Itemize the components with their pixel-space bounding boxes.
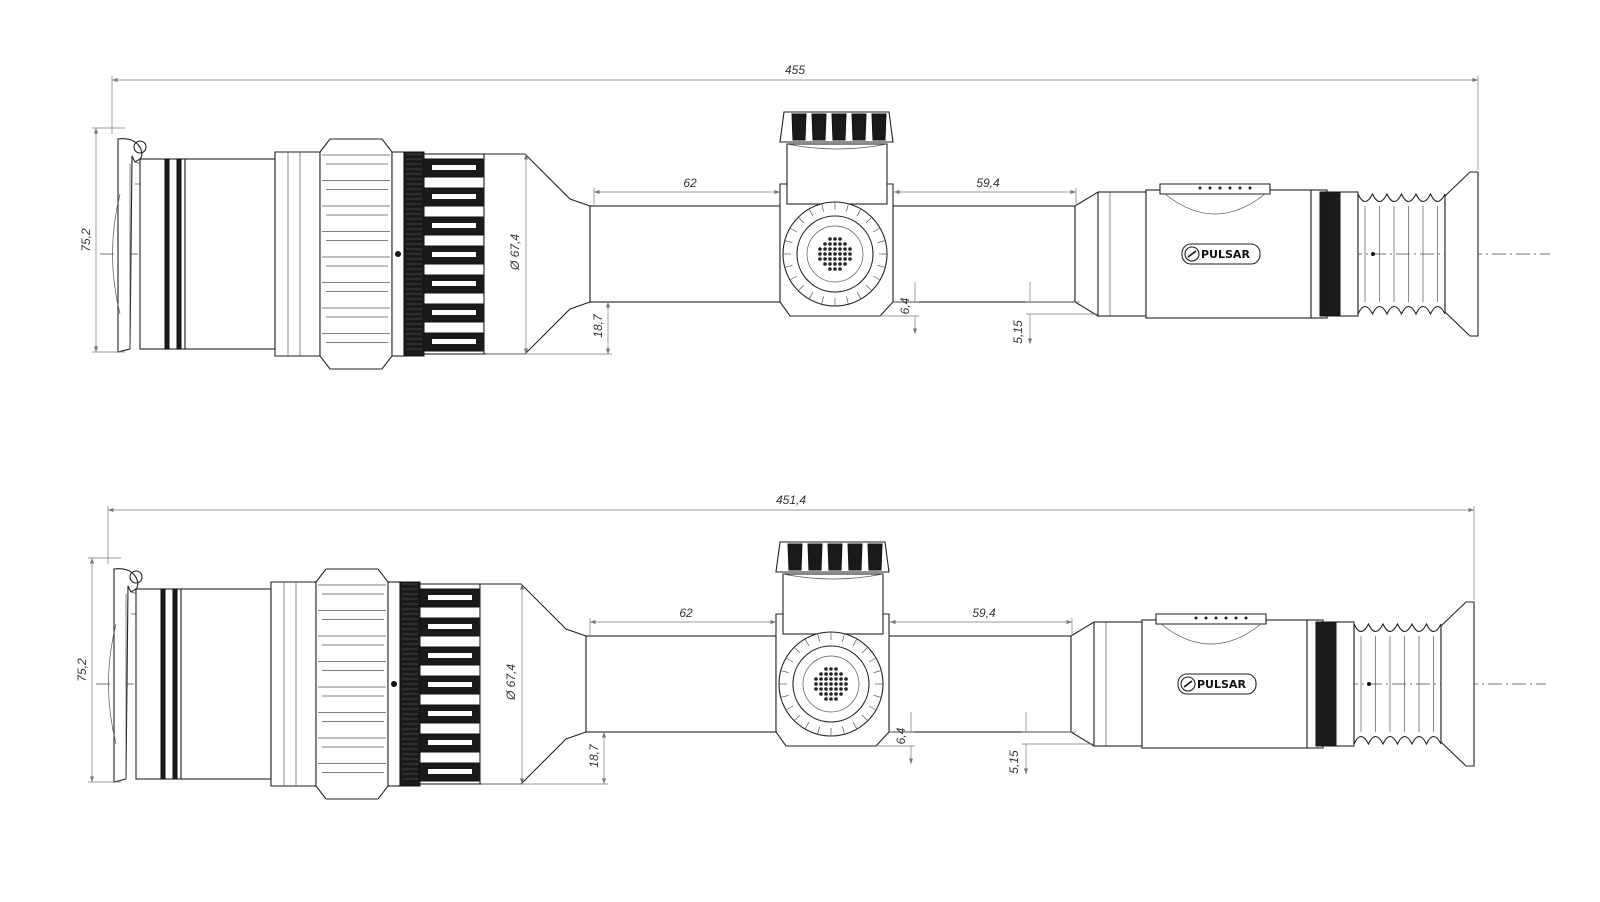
pulsar-logo-text: PULSAR: [1197, 678, 1246, 691]
scope-body: PULSAR: [96, 541, 1546, 800]
dim-lens-diameter: Ø 67,4: [504, 664, 518, 701]
dim-rear-offset: 5,15: [1011, 320, 1025, 344]
scope-view-bottom: PULSAR 451,4 75,2 Ø 67,4 18,7 62 59,4 6,4 5,15: [75, 493, 1546, 800]
dim-turret-to-rear: 59,4: [976, 176, 1000, 190]
drawing-views: PULSAR 455 75,2 Ø 67,4 18,7 62 59,4 6,4 5,15: [75, 63, 1550, 800]
dim-turret-to-rear: 59,4: [972, 606, 996, 620]
dim-height: 75,2: [75, 658, 89, 682]
dim-turret-to-front: 62: [683, 176, 697, 190]
dimensions-top: 455 75,2 Ø 67,4 18,7 62 59,4 6,4 5,15: [79, 63, 1479, 355]
dim-lens-diameter: Ø 67,4: [508, 234, 522, 271]
dim-turret-offset: 6,4: [898, 297, 912, 314]
dim-overall-length: 451,4: [776, 493, 806, 507]
dim-turret-to-front: 62: [679, 606, 693, 620]
scope-body: PULSAR: [100, 111, 1550, 370]
pulsar-logo-text: PULSAR: [1201, 248, 1250, 261]
dim-tube-offset: 18,7: [591, 313, 605, 338]
scope-view-top: PULSAR 455 75,2 Ø 67,4 18,7 62 59,4 6,4 5,15: [79, 63, 1550, 370]
dim-height: 75,2: [79, 228, 93, 252]
dim-turret-offset: 6,4: [894, 727, 908, 744]
dim-tube-offset: 18,7: [587, 743, 601, 768]
dimensions-bottom: 451,4 75,2 Ø 67,4 18,7 62 59,4 6,4 5,15: [75, 493, 1475, 785]
dim-overall-length: 455: [785, 63, 805, 77]
dim-rear-offset: 5,15: [1007, 750, 1021, 774]
